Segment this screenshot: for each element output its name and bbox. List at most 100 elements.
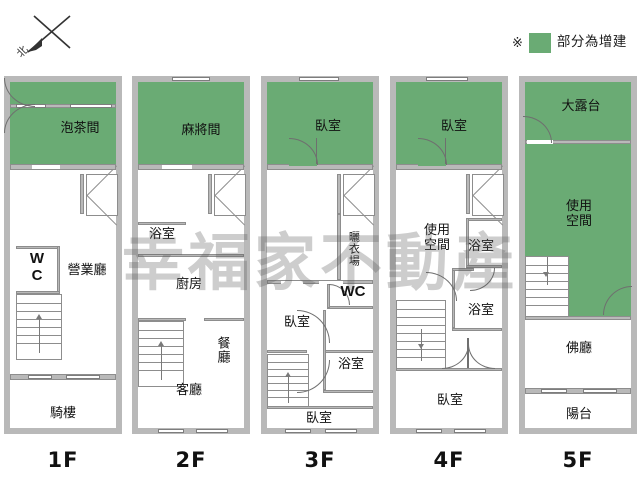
window-1f-qilou-a bbox=[28, 375, 52, 379]
wall-1f-green-bottom bbox=[10, 164, 116, 170]
room-label-yangtai: 陽台 bbox=[565, 407, 592, 422]
wall-1f-wc-bottom bbox=[16, 291, 60, 294]
floor-plan-2f: 麻將間 浴室 廚房 餐廳 客廳 bbox=[132, 76, 250, 434]
window-1f-top-right bbox=[70, 104, 112, 108]
light-well-2f bbox=[214, 174, 246, 216]
door-opening-3f-mid-b bbox=[319, 281, 343, 284]
door-opening-3f-mid-a bbox=[281, 281, 303, 284]
staircase-1f bbox=[16, 294, 62, 360]
wall-3f-bath-bottom bbox=[323, 390, 373, 393]
floor-label-4f: 4F bbox=[433, 448, 465, 472]
room-label-woshi-3f-top: 臥室 bbox=[314, 119, 341, 134]
floor-plan-5f: 大露台 使用 空間 佛廳 陽台 bbox=[519, 76, 637, 434]
wall-1f-wc-right bbox=[57, 246, 60, 294]
wall-2f-bath-top bbox=[138, 222, 186, 225]
room-fill-majiangjian bbox=[138, 82, 244, 164]
window-4f-bottom-b bbox=[454, 429, 486, 433]
wall-4f-corridor-top bbox=[452, 268, 474, 271]
room-label-paochajian: 泡茶間 bbox=[60, 121, 100, 136]
floor-label-2f: 2F bbox=[175, 448, 207, 472]
legend-asterisk-icon: ※ bbox=[512, 35, 523, 51]
floor-plan-1f: 泡茶間 W C 營業廳 騎樓 bbox=[4, 76, 122, 434]
wall-4f-bed-bottom-top bbox=[396, 368, 502, 371]
door-leaf-4f-bath-lower bbox=[467, 338, 469, 368]
staircase-4f bbox=[396, 300, 446, 370]
floor-label-1f: 1F bbox=[47, 448, 79, 472]
wall-2f-shaft-left bbox=[208, 174, 212, 214]
window-4f-bottom-a bbox=[416, 429, 442, 433]
stair-direction-arrow-4f bbox=[418, 344, 424, 349]
wall-3f-bath-top bbox=[323, 350, 373, 353]
stair-direction-arrow-3f bbox=[285, 372, 291, 377]
window-5f-balcony-b bbox=[583, 389, 617, 393]
wall-4f-bath-lower-top bbox=[452, 328, 502, 331]
wall-3f-bottom-bed-top bbox=[267, 406, 373, 409]
light-well-1f bbox=[86, 174, 118, 216]
room-fill-woshi-4f-top bbox=[396, 82, 502, 164]
light-well-3f bbox=[343, 174, 375, 216]
room-label-yushi-4f-lower: 浴室 bbox=[467, 303, 494, 318]
door-arc-1f-entry-a bbox=[4, 78, 35, 107]
room-label-woshi-4f-top: 臥室 bbox=[440, 119, 467, 134]
room-label-yushi-4f-upper: 浴室 bbox=[467, 239, 494, 254]
floor-label-5f: 5F bbox=[562, 448, 594, 472]
wall-5f-foting-top bbox=[525, 316, 631, 320]
room-label-woshi-3f-mid: 臥室 bbox=[283, 315, 310, 330]
wall-2f-bath-bottom bbox=[138, 254, 244, 257]
stair-direction-arrow-2f bbox=[158, 341, 164, 346]
wall-1f-upper-band bbox=[10, 104, 116, 108]
room-label-dalutai: 大露台 bbox=[561, 99, 601, 114]
legend: ※ 部分為增建 bbox=[512, 33, 627, 53]
stair-direction-arrow-5f bbox=[543, 272, 549, 277]
staircase-5f bbox=[525, 256, 569, 318]
wall-5f-terrace-bottom bbox=[525, 140, 631, 144]
door-arc-4f-bath-lower-a bbox=[442, 344, 469, 369]
wall-4f-bath-upper-bottom bbox=[466, 265, 502, 268]
room-label-keting: 客廳 bbox=[175, 383, 202, 398]
window-2f-bottom-a bbox=[158, 429, 184, 433]
window-3f-top bbox=[299, 77, 339, 81]
floor-label-3f: 3F bbox=[304, 448, 336, 472]
window-1f-qilou-b bbox=[66, 375, 100, 379]
wall-3f-green-bottom bbox=[267, 164, 373, 170]
room-label-wc: W C bbox=[29, 250, 45, 285]
floor-plan-4f: 臥室 使用 空間 浴室 浴室 臥室 bbox=[390, 76, 508, 434]
wall-4f-bath-upper-left bbox=[466, 218, 469, 268]
window-4f-top bbox=[426, 77, 468, 81]
room-label-yushi-2f: 浴室 bbox=[148, 227, 175, 242]
wall-3f-shaft-left bbox=[337, 174, 341, 214]
legend-label: 部分為增建 bbox=[556, 34, 627, 51]
wall-1f-shaft-left bbox=[80, 174, 84, 214]
window-5f-balcony-a bbox=[541, 389, 567, 393]
room-label-yushi-3f: 浴室 bbox=[337, 357, 364, 372]
room-label-canting: 餐廳 bbox=[214, 336, 230, 364]
window-2f-bottom-b bbox=[196, 429, 228, 433]
light-well-4f bbox=[472, 174, 504, 216]
room-label-qilou: 騎樓 bbox=[49, 406, 76, 421]
room-label-majiangjian: 麻將間 bbox=[181, 123, 221, 138]
wall-3f-wc-bottom bbox=[327, 306, 373, 309]
legend-color-swatch bbox=[528, 33, 551, 53]
wall-1f-wc-top bbox=[16, 246, 60, 249]
room-fill-woshi-3f-top bbox=[267, 82, 373, 164]
wall-3f-corridor-right bbox=[323, 310, 326, 390]
wall-4f-shaft-left bbox=[466, 174, 470, 214]
door-opening-majiangjian bbox=[162, 165, 192, 169]
compass-north-icon: 北 bbox=[12, 6, 84, 62]
stair-direction-arrow-1f bbox=[36, 314, 42, 319]
room-label-foting: 佛廳 bbox=[565, 341, 592, 356]
wall-3f-wc-left bbox=[327, 284, 330, 308]
wall-1f-qilou-top bbox=[10, 374, 116, 380]
wall-2f-kitchen-bottom-left bbox=[138, 318, 186, 321]
door-arc-1f-entry-b bbox=[4, 104, 35, 133]
wall-2f-kitchen-bottom-right bbox=[204, 318, 244, 321]
window-3f-bottom-b bbox=[325, 429, 357, 433]
room-label-wc-3f: WC bbox=[340, 283, 366, 300]
room-label-chufang: 廚房 bbox=[175, 277, 202, 292]
room-label-shiyong-4f: 使用 空間 bbox=[423, 223, 450, 253]
door-arc-4f-bath-upper bbox=[470, 268, 495, 291]
svg-text:北: 北 bbox=[14, 43, 31, 60]
door-opening-paochajian bbox=[32, 165, 60, 169]
room-label-shiyong-5f: 使用 空間 bbox=[565, 199, 592, 229]
